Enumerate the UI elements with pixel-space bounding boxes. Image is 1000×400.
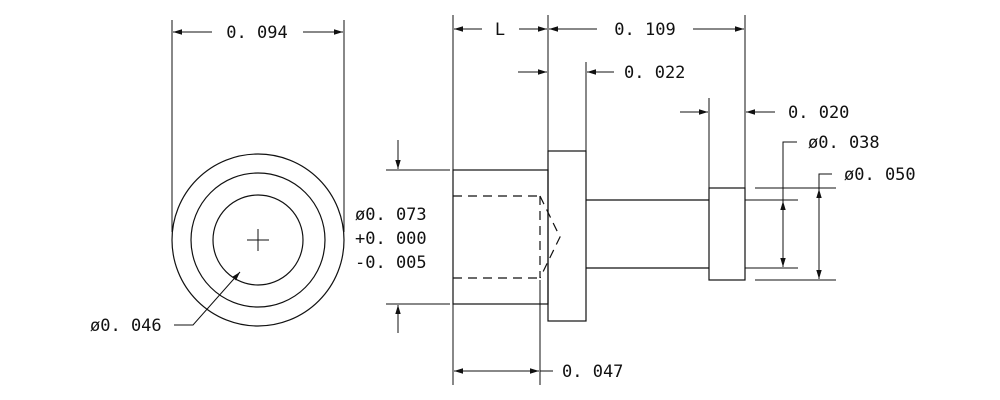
inner-dia-label: ø0. 046: [90, 316, 162, 336]
width-dim-label: 0. 094: [226, 23, 287, 43]
tip-outline: [708, 187, 746, 281]
flange-dim-label: 0. 022: [624, 63, 685, 83]
body-dia-label: ø0. 073: [355, 205, 427, 225]
hole-depth-label: 0. 047: [562, 362, 623, 382]
length-dim-label: L: [495, 20, 505, 40]
body-dia-tol-minus: -0. 005: [355, 253, 427, 273]
body-dia-tol-plus: +0. 000: [355, 229, 427, 249]
shaft-dia-label: ø0. 038: [808, 133, 880, 153]
flange-outline: [547, 150, 587, 322]
tip-length-label: 0. 020: [788, 103, 849, 123]
outer-circle: [171, 153, 345, 327]
bore-hidden-cone: [539, 195, 561, 279]
overall-dim-label: 0. 109: [614, 20, 675, 40]
end-view: 0. 094 ø0. 046: [90, 20, 345, 336]
tip-dia-leader: [818, 173, 832, 189]
side-view: L 0. 109 0. 022 0. 020 ø0. 038 ø0. 050 ø…: [355, 15, 916, 385]
shaft-dia-leader: [782, 141, 797, 201]
tip-dia-label: ø0. 050: [844, 165, 916, 185]
middle-circle: [190, 172, 326, 308]
inner-circle: [212, 194, 304, 286]
inner-dia-leader: [174, 271, 241, 326]
body-outline: [452, 169, 549, 305]
